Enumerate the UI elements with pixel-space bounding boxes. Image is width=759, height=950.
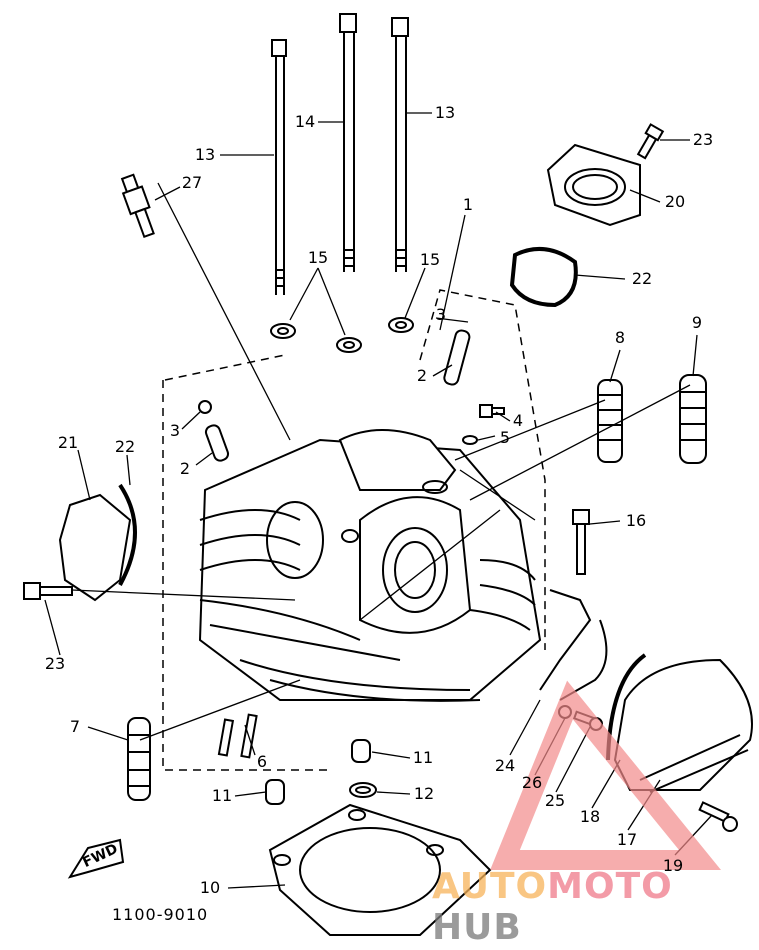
- part-label: 4: [512, 411, 524, 430]
- bolt-23-top: [636, 123, 665, 160]
- stud-6: [217, 718, 235, 757]
- part-label: 16: [625, 511, 647, 530]
- part-label: 18: [579, 807, 601, 826]
- stud-bolt-14: [339, 13, 357, 272]
- part-label: 21: [57, 433, 79, 452]
- dowel-11: [351, 739, 371, 763]
- exhaust-port: [382, 527, 448, 613]
- part-label: 26: [521, 773, 543, 792]
- spark-plug: [120, 173, 155, 239]
- cover-20: [546, 143, 641, 227]
- part-label: 19: [662, 856, 684, 875]
- watermark-part-hub: HUB: [432, 907, 522, 948]
- washer-15: [388, 317, 414, 333]
- washer-15: [270, 323, 296, 339]
- part-label: 23: [692, 130, 714, 149]
- part-label: 11: [211, 786, 233, 805]
- part-label: 8: [614, 328, 626, 347]
- fwd-arrow-icon: [67, 838, 125, 879]
- bolt-23-left: [23, 582, 73, 600]
- watermark-text: AUTOMOTO HUB: [432, 866, 759, 948]
- part-label: 7: [69, 717, 81, 736]
- cylinder-head: [198, 429, 542, 702]
- valve-cover-21: [58, 483, 137, 602]
- part-label: 20: [664, 192, 686, 211]
- bolt-19: [698, 801, 738, 832]
- part-label: 3: [435, 305, 447, 324]
- part-label: 23: [44, 654, 66, 673]
- stud-6: [240, 713, 258, 759]
- o-ring-22: [509, 246, 578, 308]
- head-gasket-10: [268, 803, 492, 936]
- part-label: 24: [494, 756, 516, 775]
- part-label: 13: [434, 103, 456, 122]
- part-label: 10: [199, 878, 221, 897]
- part-label: 15: [419, 250, 441, 269]
- part-label: 17: [616, 830, 638, 849]
- bolt-16: [572, 509, 590, 575]
- part-label: 22: [114, 437, 136, 456]
- part-label: 25: [544, 791, 566, 810]
- part-label: 2: [179, 459, 191, 478]
- valve-pin-2: [443, 329, 471, 386]
- stud-bolt-13-right: [391, 17, 409, 272]
- dowel-11: [265, 779, 285, 805]
- side-cover-17: [606, 653, 753, 793]
- part-label: 9: [691, 313, 703, 332]
- part-label: 13: [194, 145, 216, 164]
- part-label: 3: [169, 421, 181, 440]
- drawing-code: 1100-9010: [112, 905, 209, 924]
- part-label: 14: [294, 112, 316, 131]
- valve-guide-8: [597, 379, 623, 463]
- watermark-part-auto: AUTO: [432, 866, 548, 907]
- part-label: 6: [256, 752, 268, 771]
- watermark-part-moto: MOTO: [547, 866, 673, 907]
- washer-15: [336, 337, 362, 353]
- part-label: 11: [412, 748, 434, 767]
- oil-pipe-24: [539, 589, 592, 691]
- intake-port: [266, 501, 324, 579]
- part-label: 2: [416, 366, 428, 385]
- part-label: 12: [413, 784, 435, 803]
- valve-pin-2: [204, 424, 230, 462]
- part-label: 27: [181, 173, 203, 192]
- part-label: 1: [462, 195, 474, 214]
- clip-3: [198, 400, 212, 414]
- watermark-triangle-logo: [490, 680, 722, 870]
- washer-5: [462, 435, 478, 445]
- part-label: 5: [499, 428, 511, 447]
- o-ring-12: [349, 782, 377, 798]
- stud-bolt-13-left: [271, 39, 287, 295]
- part-label: 15: [307, 248, 329, 267]
- assembly-outline-1: [162, 289, 546, 771]
- part-label: 22: [631, 269, 653, 288]
- valve-guide-7: [127, 717, 151, 801]
